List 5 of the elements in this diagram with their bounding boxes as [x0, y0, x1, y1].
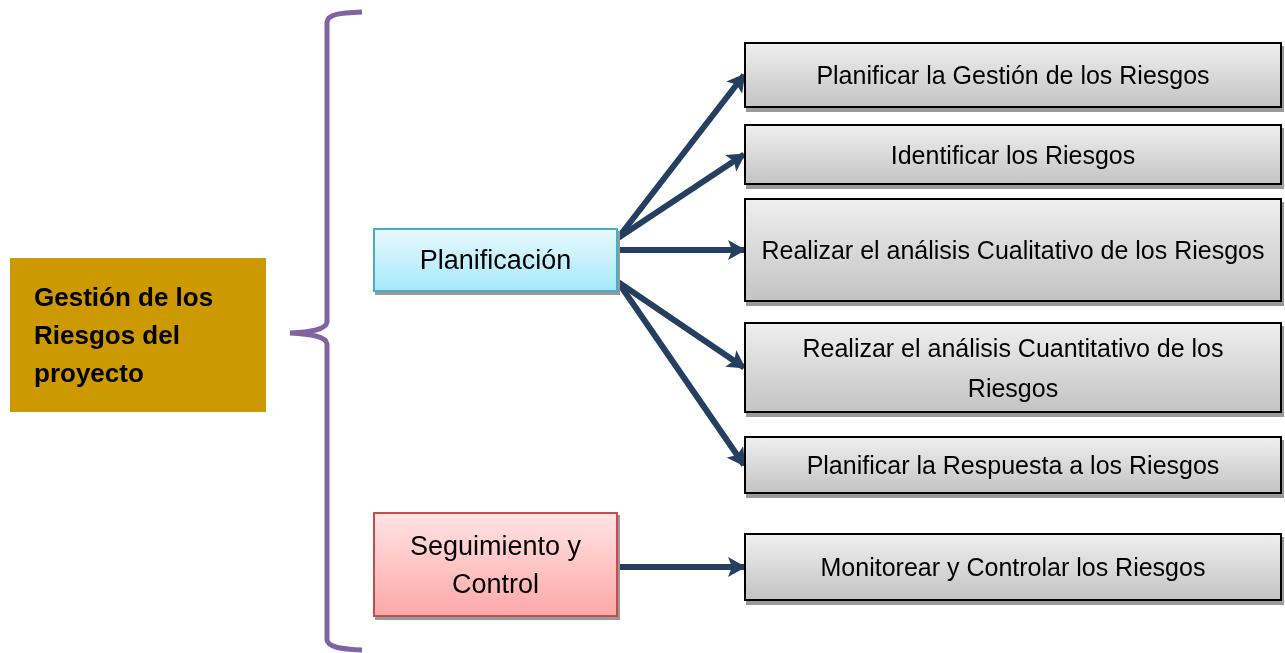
title-box: Gestión de los Riesgos del proyecto: [10, 258, 266, 412]
phase-box: Seguimiento y Control: [373, 512, 618, 617]
arrow: [618, 240, 746, 260]
phase-box: Planificación: [373, 228, 618, 292]
arrow: [618, 557, 746, 577]
